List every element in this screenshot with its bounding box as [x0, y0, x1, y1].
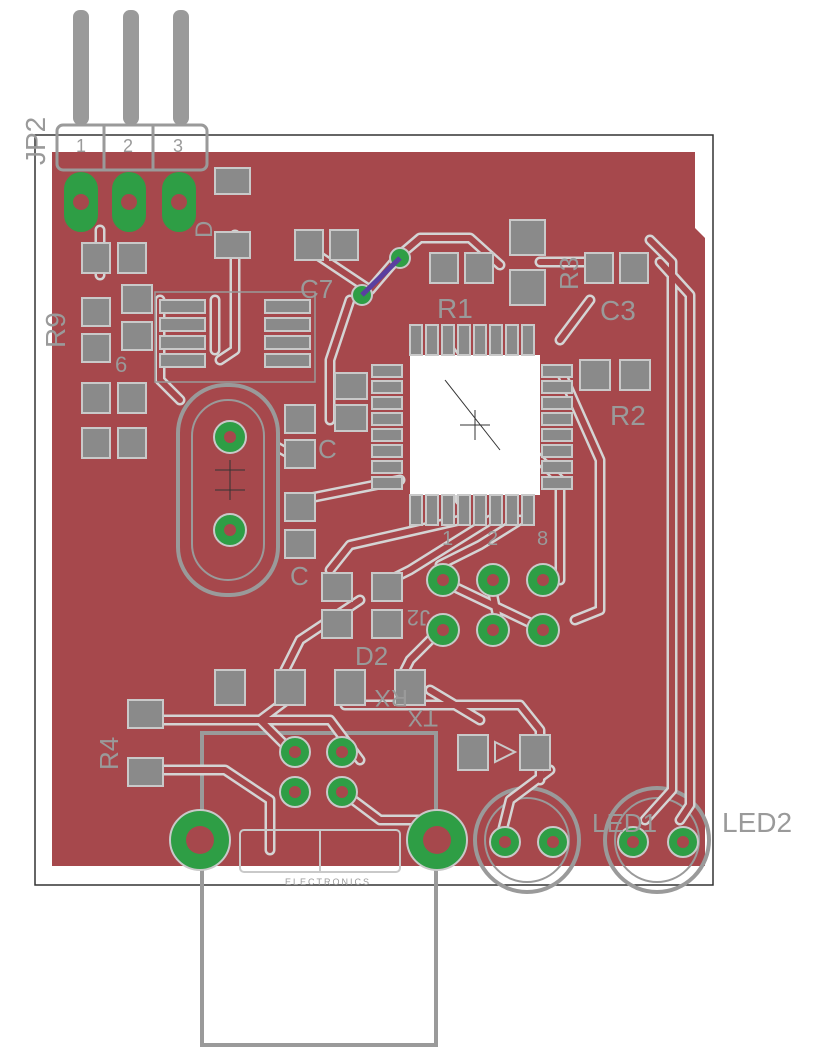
label-c-low: C [290, 561, 309, 591]
label-r3: R3 [554, 257, 584, 290]
ic-u1 [444, 379, 501, 451]
label-rx: RX [375, 684, 408, 711]
silkscreen-labels: JP2 1 2 3 D R9 6 C7 R1 R3 C3 R2 C C 1 2 … [20, 117, 792, 887]
header-pin-2: 2 [123, 136, 133, 156]
label-jp2: JP2 [20, 117, 51, 165]
usb-mount-holes [169, 809, 468, 871]
ic-u2-outline [154, 291, 316, 383]
header-pin-3: 3 [173, 136, 183, 156]
header-pin-1: 1 [76, 136, 86, 156]
label-r1: R1 [437, 293, 473, 324]
ic-pads-right [541, 364, 573, 490]
label-c3: C3 [600, 295, 636, 326]
label-r9: R9 [40, 312, 71, 348]
label-r2: R2 [610, 400, 646, 431]
logo [239, 829, 401, 873]
label-ic-pin2: 2 [487, 528, 498, 550]
label-ic-pin8: 8 [537, 528, 548, 550]
label-d2: D2 [355, 641, 388, 671]
label-c7: C7 [300, 274, 333, 304]
label-led2: LED2 [722, 807, 792, 838]
label-led1: LED1 [592, 808, 657, 838]
label-j2: J2 [407, 605, 430, 630]
label-logo-sub: ELECTRONICS [285, 877, 371, 887]
label-c-mid: C [318, 434, 337, 464]
ic-u2-pads [159, 299, 311, 368]
label-d-top: D [191, 221, 218, 238]
ic-pads-left [371, 364, 403, 490]
ic-pads-top [409, 324, 535, 356]
label-tx: TX [407, 704, 438, 731]
header-pads [64, 172, 196, 232]
led2-outline [603, 786, 711, 894]
smd-components [81, 167, 651, 787]
ic-pads-bottom [409, 494, 535, 526]
label-six: 6 [115, 352, 127, 377]
label-ic-pin1: 1 [442, 528, 453, 550]
label-r4: R4 [94, 737, 124, 770]
crystal [176, 383, 280, 597]
via-trace [360, 256, 402, 297]
header-jp2 [55, 10, 209, 172]
usb-connector-outline [200, 731, 438, 1047]
diode-symbol [494, 740, 518, 764]
